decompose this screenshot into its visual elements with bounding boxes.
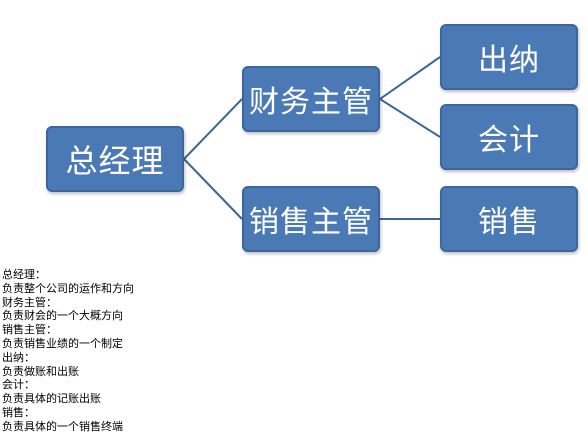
node-sales-manager-label: 销售主管 (249, 205, 373, 240)
desc-line: 负责做账和出账 (2, 364, 79, 378)
connector-root-finance (183, 98, 243, 160)
role-descriptions: 总经理： 负责整个公司的运作和方向 财务主管： 负责财会的一个大概方向 销售主管… (2, 268, 134, 434)
node-finance-manager-label: 财务主管 (249, 85, 373, 120)
desc-line: 出纳： (2, 350, 35, 364)
connector-lines (183, 56, 441, 220)
node-general-manager: 总经理 (46, 126, 184, 192)
desc-line: 财务主管： (2, 295, 57, 309)
desc-line: 负责销售业绩的一个制定 (2, 336, 123, 350)
desc-line: 销售： (2, 405, 35, 419)
connector-finance-cashier (379, 56, 441, 100)
node-accountant: 会计 (440, 104, 578, 170)
org-chart: 总经理 财务主管 销售主管 出纳 会计 销售 (46, 24, 578, 252)
node-cashier-label: 出纳 (478, 43, 540, 78)
node-sales: 销售 (440, 186, 578, 252)
desc-line: 销售主管： (2, 323, 57, 337)
node-sales-label: 销售 (478, 205, 540, 240)
desc-line: 总经理： (2, 268, 46, 281)
desc-line: 会计： (2, 378, 35, 392)
desc-line: 负责具体的一个销售终端 (2, 419, 123, 433)
node-cashier: 出纳 (440, 24, 578, 90)
node-sales-manager: 销售主管 (242, 186, 380, 252)
connector-root-sales (183, 158, 243, 220)
node-accountant-label: 会计 (478, 123, 540, 158)
connector-finance-accountant (379, 98, 441, 138)
node-finance-manager: 财务主管 (242, 66, 380, 132)
desc-line: 负责具体的记账出账 (2, 392, 101, 406)
desc-line: 负责财会的一个大概方向 (2, 309, 123, 323)
desc-line: 负责整个公司的运作和方向 (2, 281, 134, 295)
node-general-manager-label: 总经理 (65, 142, 165, 180)
